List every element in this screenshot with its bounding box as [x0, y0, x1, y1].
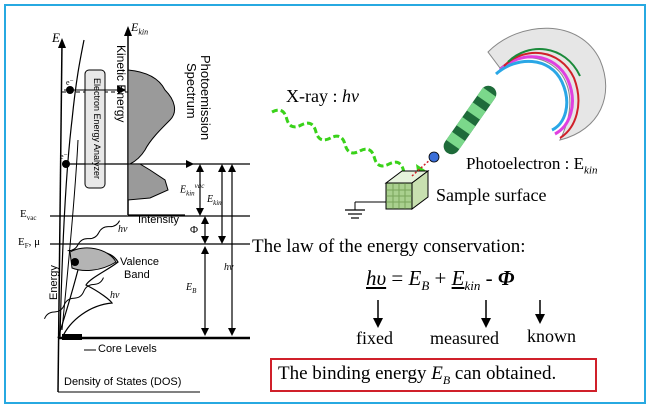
axis-ekin-label: Ekin	[131, 20, 149, 37]
transfer-arrow-2	[118, 86, 126, 94]
xray-label: X-ray : hν	[286, 86, 359, 106]
transfer-arrow	[186, 160, 194, 168]
law-text: The law of the energy conservation:	[252, 236, 526, 257]
electron-label-1: e⁻	[66, 78, 74, 87]
dos-curve-2	[61, 139, 79, 331]
band-label: Band	[124, 269, 150, 281]
valence-fill	[69, 247, 117, 271]
conclusion-text: The binding energy EB can obtained.	[278, 363, 557, 387]
photoemission-label: Photoemission	[198, 55, 213, 141]
analyzer-path-magenta	[498, 55, 574, 136]
eb-label: EB	[186, 282, 197, 295]
analyzer-path-blue	[494, 60, 569, 132]
valence-label: Valence	[120, 256, 159, 268]
analyzer-path-green	[507, 48, 581, 77]
ekin-vac-label: Ekinvac	[180, 182, 205, 198]
photoelectron-dot	[428, 151, 440, 163]
hv-wave-2	[44, 277, 104, 320]
evac-label: Evac	[20, 208, 37, 223]
ekin-right-label: Ekin	[207, 194, 222, 207]
electron-label-2: e⁻	[60, 152, 68, 161]
known-label: known	[527, 326, 576, 346]
hv-label-2: hν	[110, 290, 120, 301]
hv-label-1: hν	[118, 224, 128, 235]
hemisphere-outer	[487, 27, 607, 141]
electron-3	[71, 258, 79, 266]
free-electron-curve	[59, 39, 85, 339]
ef-label: EF, μ	[18, 236, 41, 251]
kinetic-energy-label: Kinetic Energy	[114, 45, 128, 123]
core-level-bar	[62, 334, 82, 340]
analyzer-path-red	[503, 51, 580, 139]
phi-label: Φ	[190, 224, 199, 236]
ekin-axis-arrow	[124, 26, 132, 36]
energy-equation: hυ = EB + Ekin - Φ	[366, 266, 515, 294]
electron-2	[62, 160, 70, 168]
energy-axis-label: Energy	[48, 265, 60, 300]
photoelectron-label: Photoelectron : Ekin	[466, 154, 598, 177]
analyzer-tube	[443, 85, 497, 155]
conclusion-box	[270, 358, 597, 392]
hv-label-3: hν	[224, 262, 234, 273]
energy-axis-arrow	[58, 38, 66, 48]
energy-axis	[57, 41, 63, 393]
intensity-label: Intensity	[138, 214, 179, 226]
xray-wave	[271, 108, 419, 181]
core-levels-label: Core Levels	[98, 343, 157, 355]
axis-e-label: E	[52, 30, 60, 45]
analyzer-box	[84, 69, 106, 189]
spectrum-peak-1	[127, 69, 176, 165]
spectrum-label: Spectrum	[184, 63, 199, 119]
sample-surface-label: Sample surface	[436, 185, 547, 205]
dos-label: Density of States (DOS)	[64, 376, 182, 388]
electron-1	[66, 86, 74, 94]
photoelectron-path	[411, 157, 433, 177]
measured-label: measured	[430, 328, 499, 348]
fixed-label: fixed	[356, 328, 393, 348]
spectrum-peak-2	[127, 163, 169, 201]
hv-wave-1	[67, 220, 121, 252]
analyzer-label: Electron Energy Analyzer	[92, 78, 102, 180]
